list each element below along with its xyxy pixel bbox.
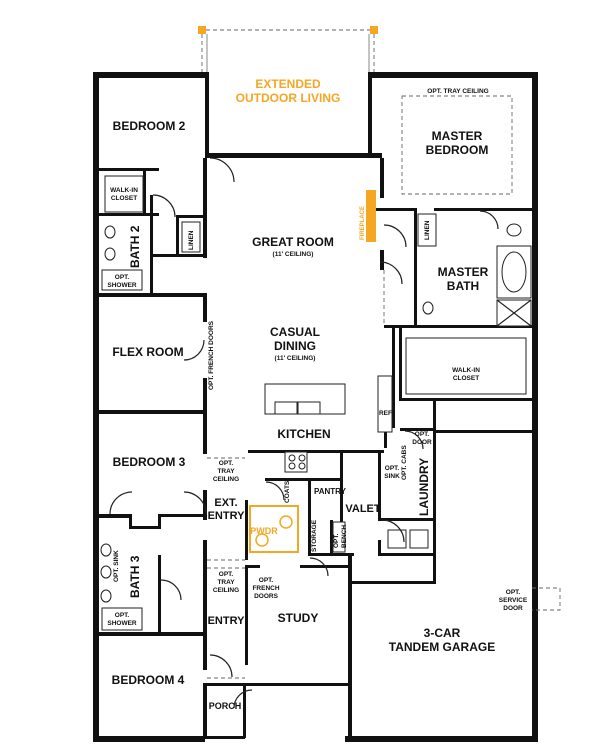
study-french-label-line1: OPT. xyxy=(259,577,274,584)
kitchen-tray-label-line1: OPT. xyxy=(219,460,234,467)
flex-french-doors-label: OPT. FRENCH DOORS xyxy=(208,320,215,390)
ext-entry-label-line2: ENTRY xyxy=(208,510,246,522)
casual-dining-label-line1: CASUAL xyxy=(270,325,320,339)
ref-label: REF. xyxy=(379,410,393,417)
study-french-label-line2: FRENCH xyxy=(252,585,279,592)
garage-label-line1: 3-CAR xyxy=(424,626,461,640)
outdoor-label-line2: OUTDOOR LIVING xyxy=(236,91,341,105)
bath3-opt-sink: OPT. SINK xyxy=(113,550,120,582)
laundry-opt-sink-line2: SINK xyxy=(384,473,400,480)
opt-bench-label-line1: OPT. xyxy=(333,533,340,548)
bedroom4-label: BEDROOM 4 xyxy=(112,673,185,687)
service-door-label-line3: DOOR xyxy=(503,605,523,612)
kitchen-tray-label-line2: TRAY xyxy=(217,468,235,475)
flex-room-label: FLEX ROOM xyxy=(112,345,183,359)
laundry-opt-sink-line1: OPT. xyxy=(385,465,400,472)
service-door-label-line2: SERVICE xyxy=(499,597,528,604)
service-door-label-line1: OPT. xyxy=(506,589,521,596)
left-wing-walls xyxy=(99,158,207,738)
walkin-bed2-label-line1: WALK-IN xyxy=(110,187,138,194)
walkin-master-label-line2: CLOSET xyxy=(453,375,479,382)
kitchen-label: KITCHEN xyxy=(277,427,330,441)
valet-label: VALET xyxy=(345,503,381,515)
bath2-label: BATH 2 xyxy=(128,225,142,268)
master-tray-label: OPT. TRAY CEILING xyxy=(427,88,488,95)
master-bath-label-line1: MASTER xyxy=(438,265,489,279)
room-labels: EXTENDED OUTDOOR LIVING BEDROOM 2 OPT. T… xyxy=(107,77,527,711)
laundry-opt-cabs: OPT. CABS xyxy=(401,445,408,480)
opt-bench-label-line2: BENCH xyxy=(341,525,348,548)
kitchen-tray-label-line3: CEILING xyxy=(213,476,239,483)
linen-bath2-label: LINEN xyxy=(188,230,195,250)
garage-label-line2: TANDEM GARAGE xyxy=(389,640,495,654)
casual-dining-label-line2: DINING xyxy=(274,339,316,353)
pantry-label: PANTRY xyxy=(314,487,347,496)
study-label: STUDY xyxy=(278,611,319,625)
entry-tray-label-line3: CEILING xyxy=(213,587,239,594)
linen-master-label: LINEN xyxy=(424,220,431,240)
fireplace-label: FIREPLACE xyxy=(360,206,366,240)
master-bedroom-label-line1: MASTER xyxy=(432,129,483,143)
entry-tray-label-line2: TRAY xyxy=(217,579,235,586)
outdoor-label-line1: EXTENDED xyxy=(255,77,321,91)
great-room-ceiling: (11' CEILING) xyxy=(273,251,314,258)
coats-label: COATS xyxy=(284,480,291,503)
bath2-shower-label: SHOWER xyxy=(107,282,137,289)
entry-tray-label-line1: OPT. xyxy=(219,571,234,578)
bath2-shower-opt: OPT. xyxy=(115,274,130,281)
casual-dining-ceiling: (11' CEILING) xyxy=(275,355,316,362)
porch-label: PORCH xyxy=(209,701,242,711)
bedroom2-label: BEDROOM 2 xyxy=(113,119,186,133)
master-bath-label-line2: BATH xyxy=(447,279,479,293)
storage-label: STORAGE xyxy=(311,519,318,552)
ext-entry-label-line1: EXT. xyxy=(214,497,237,509)
master-bedroom-label-line2: BEDROOM xyxy=(426,143,489,157)
entry-label: ENTRY xyxy=(208,615,246,627)
study-french-label-line3: DOORS xyxy=(254,593,279,600)
bath3-shower-opt: OPT. xyxy=(115,612,130,619)
laundry-label: LAUNDRY xyxy=(417,458,431,516)
exterior-walls xyxy=(93,72,538,742)
fixtures xyxy=(100,157,532,709)
bedroom3-label: BEDROOM 3 xyxy=(113,455,186,469)
opt-door-label-line2: DOOR xyxy=(412,439,432,446)
optional-lines xyxy=(207,95,561,679)
walkin-bed2-label-line2: CLOSET xyxy=(111,195,137,202)
bath3-shower-label: SHOWER xyxy=(107,620,137,627)
walkin-master-label-line1: WALK-IN xyxy=(452,367,480,374)
center-walls xyxy=(205,158,532,738)
great-room-label: GREAT ROOM xyxy=(252,235,334,249)
opt-door-label-line1: OPT. xyxy=(415,431,430,438)
pwdr-label: PWDR xyxy=(250,526,278,536)
bath3-label: BATH 3 xyxy=(128,555,142,598)
